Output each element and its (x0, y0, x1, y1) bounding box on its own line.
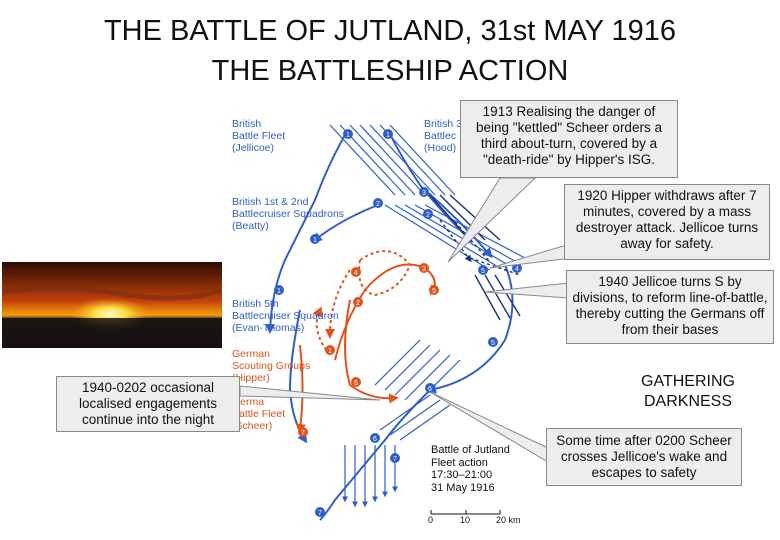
svg-text:1: 1 (386, 132, 390, 139)
label-british-1st-2nd-battlecruisers: British 1st & 2nd Battlecruiser Squadron… (232, 196, 345, 232)
svg-text:6: 6 (428, 386, 432, 393)
svg-text:1: 1 (277, 288, 281, 295)
svg-text:1: 1 (346, 132, 350, 139)
svg-text:7: 7 (318, 510, 322, 517)
svg-text:5: 5 (481, 268, 485, 275)
svg-text:2: 2 (356, 300, 360, 307)
svg-text:7: 7 (393, 456, 397, 463)
sunset-photo (2, 262, 222, 348)
title-line-2: THE BATTLESHIP ACTION (211, 55, 569, 87)
svg-text:2: 2 (376, 201, 380, 208)
callout-0200: Some time after 0200 Scheer crosses Jell… (546, 428, 742, 486)
british-southward-lines (342, 339, 461, 508)
svg-text:4: 4 (515, 266, 519, 273)
title-line-1: THE BATTLE OF JUTLAND, 31st MAY 1916 (103, 15, 677, 47)
label-british-5th-squadron: British 5th Battlecruiser Squadron (Evan… (232, 298, 339, 334)
map-legend-title: Battle of Jutland Fleet action 17:30–21:… (431, 444, 510, 494)
gathering-darkness-label: GATHERING DARKNESS (641, 373, 735, 410)
svg-text:6: 6 (354, 380, 358, 387)
callout-1940: 1940 Jellicoe turns S by divisions, to r… (566, 270, 774, 344)
callout-1940-0202: 1940-0202 occasional localised engagemen… (56, 376, 240, 432)
svg-text:3: 3 (422, 266, 426, 273)
scale-label-10: 10 (460, 515, 471, 525)
svg-text:6: 6 (373, 436, 377, 443)
scale-bar (430, 510, 501, 515)
scale-label-20km: 20 km (496, 515, 521, 525)
label-german-scouting-groups: German Scouting Groups (Hipper) (232, 348, 311, 384)
svg-text:1: 1 (313, 237, 317, 244)
position-markers: 1 1 2 3 2 1 1 5 4 5 6 6 7 7 4 3 5 2 1 6 … (274, 129, 522, 517)
svg-text:4: 4 (354, 270, 358, 277)
label-british-battle-fleet: British Battle Fleet (Jellicoe) (232, 118, 286, 154)
svg-text:5: 5 (491, 340, 495, 347)
svg-text:3: 3 (422, 190, 426, 197)
callout-1920: 1920 Hipper withdraws after 7 minutes, c… (564, 184, 770, 260)
label-german-battle-fleet: Germa Battle Fleet (Scheer) (232, 396, 286, 432)
callout-1913: 1913 Realising the danger of being "kett… (460, 100, 678, 178)
scale-label-0: 0 (428, 515, 434, 525)
german-tracks (295, 250, 440, 434)
svg-text:2: 2 (426, 212, 430, 219)
svg-text:1: 1 (328, 348, 332, 355)
svg-text:7: 7 (301, 430, 305, 437)
svg-text:5: 5 (432, 288, 436, 295)
label-british-3rd-battlecruisers: British 3 Battlec (Hood) (424, 118, 462, 154)
